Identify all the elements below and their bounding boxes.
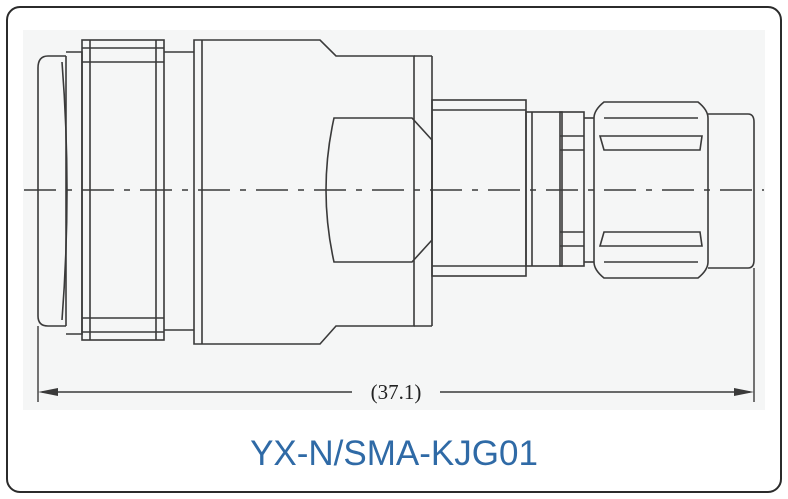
main-body	[193, 39, 433, 345]
n-female-front	[37, 51, 83, 335]
drawing-area	[23, 30, 765, 410]
washer-ring	[559, 111, 594, 267]
model-number: YX-N/SMA-KJG01	[250, 434, 538, 473]
overall-length-label: (37.1)	[371, 380, 422, 404]
neck	[431, 99, 563, 277]
dimension-line	[37, 268, 755, 402]
sma-hex	[593, 101, 709, 279]
sma-tail	[708, 113, 755, 269]
